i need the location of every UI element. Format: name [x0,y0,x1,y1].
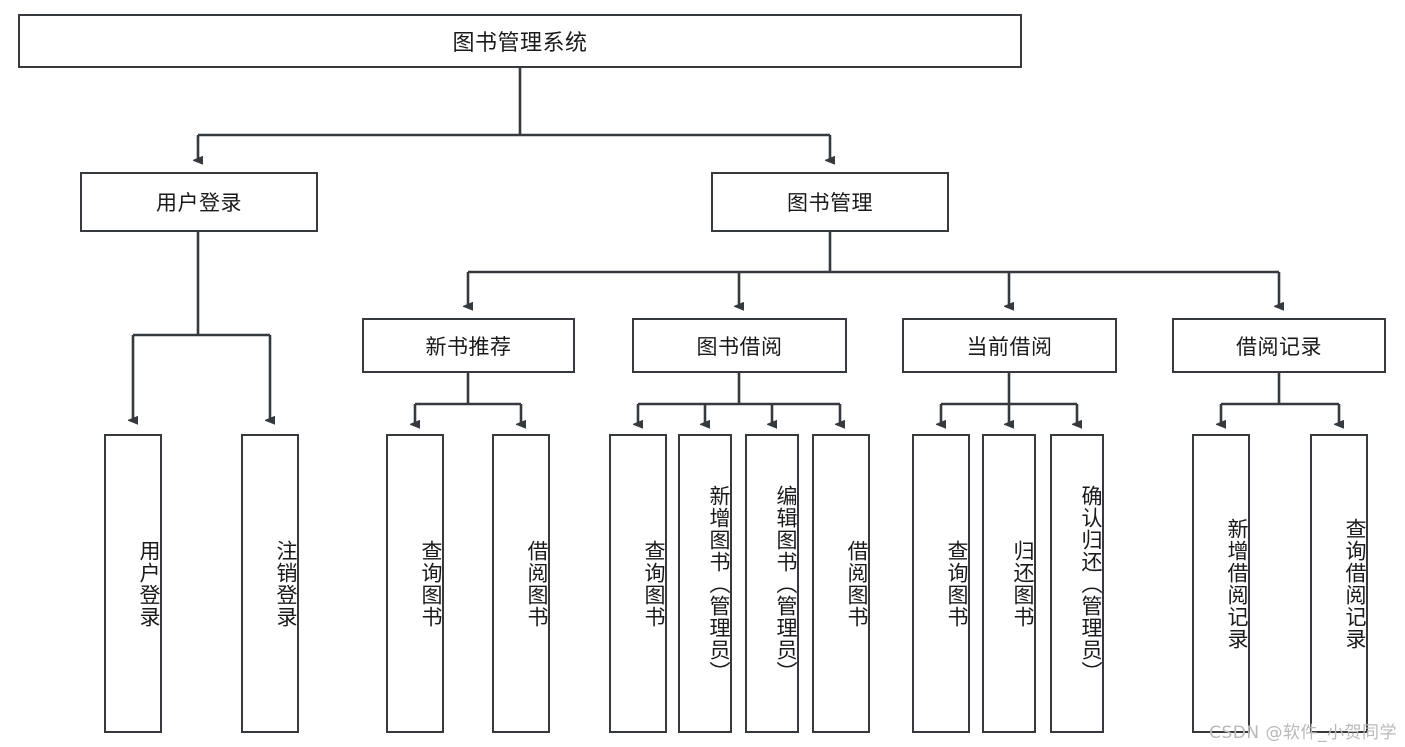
node-leaf-borrow-query-book[interactable]: 查询图书 [609,434,667,733]
node-leaf-edit-book-admin[interactable]: 编辑图书（管理员） [745,434,799,733]
node-leaf-add-book-admin[interactable]: 新增图书（管理员） [678,434,732,733]
node-user-login[interactable]: 用户登录 [80,172,318,232]
node-book-management[interactable]: 图书管理 [711,172,949,232]
node-leaf-return-book-label: 归还图书 [1011,539,1035,628]
node-leaf-add-book-admin-label: 新增图书（管理员） [707,484,731,683]
node-borrow-record-label: 借阅记录 [1236,334,1322,359]
node-leaf-borrow-borrow-book-label: 借阅图书 [845,539,869,628]
node-leaf-newbook-query-book[interactable]: 查询图书 [386,434,444,733]
node-leaf-confirm-return-admin-label: 确认归还（管理员） [1079,484,1103,683]
node-new-book-recommend-label: 新书推荐 [425,334,512,359]
node-leaf-query-borrow-record[interactable]: 查询借阅记录 [1310,434,1368,733]
node-leaf-return-book[interactable]: 归还图书 [982,434,1036,733]
node-leaf-current-query-book[interactable]: 查询图书 [912,434,970,733]
csdn-watermark: CSDN @软件_小贺同学 [1209,723,1397,743]
node-borrow-record[interactable]: 借阅记录 [1172,318,1386,373]
node-current-borrow-label: 当前借阅 [966,334,1053,359]
node-leaf-user-login[interactable]: 用户登录 [104,434,162,733]
node-leaf-edit-book-admin-label: 编辑图书（管理员） [774,484,798,683]
node-leaf-confirm-return-admin[interactable]: 确认归还（管理员） [1050,434,1104,733]
node-leaf-add-borrow-record[interactable]: 新增借阅记录 [1192,434,1250,733]
node-user-login-label: 用户登录 [156,191,242,215]
node-leaf-borrow-query-book-label: 查询图书 [642,539,666,628]
node-root-system[interactable]: 图书管理系统 [18,14,1022,68]
node-leaf-current-query-book-label: 查询图书 [945,539,969,628]
node-leaf-logout[interactable]: 注销登录 [241,434,299,733]
node-book-borrow-label: 图书借阅 [696,334,783,359]
node-book-borrow[interactable]: 图书借阅 [632,318,847,373]
node-leaf-add-borrow-record-label: 新增借阅记录 [1225,517,1249,650]
node-root-system-label: 图书管理系统 [452,31,588,56]
node-leaf-logout-label: 注销登录 [274,539,298,628]
node-leaf-newbook-borrow-book[interactable]: 借阅图书 [492,434,550,733]
node-leaf-borrow-borrow-book[interactable]: 借阅图书 [812,434,870,733]
node-new-book-recommend[interactable]: 新书推荐 [362,318,575,373]
node-leaf-newbook-borrow-book-label: 借阅图书 [525,539,549,628]
node-leaf-query-borrow-record-label: 查询借阅记录 [1343,517,1367,650]
node-leaf-newbook-query-book-label: 查询图书 [419,539,443,628]
node-current-borrow[interactable]: 当前借阅 [902,318,1117,373]
node-book-management-label: 图书管理 [787,191,873,215]
node-leaf-user-login-label: 用户登录 [137,539,161,628]
